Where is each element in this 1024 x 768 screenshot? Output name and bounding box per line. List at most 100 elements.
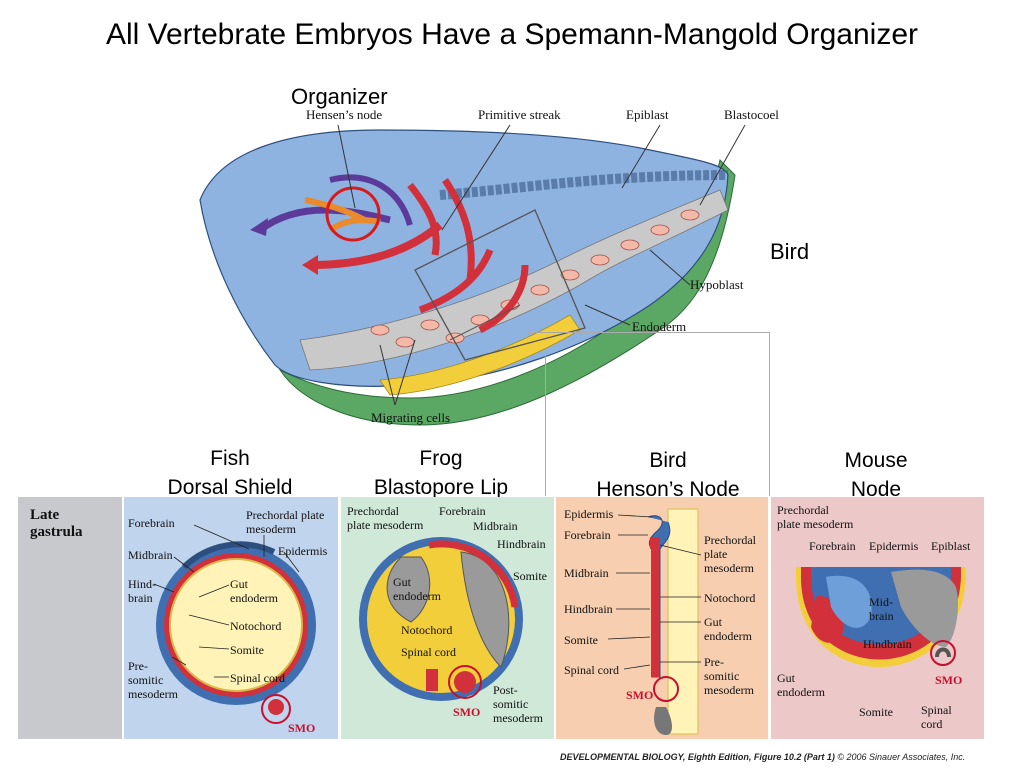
- mouse-header-line1: Mouse: [844, 449, 908, 472]
- mouse-hindbrain-label: Hindbrain: [863, 637, 912, 651]
- bird-header-line1: Bird: [649, 449, 687, 472]
- endoderm-label: Endoderm: [632, 319, 687, 334]
- mouse-header: Mouse Node: [776, 446, 976, 504]
- fish-header: Fish Dorsal Shield: [130, 444, 330, 502]
- frog-prechordal-label-1: Prechordal: [347, 504, 399, 518]
- frog-hindbrain-label: Hindbrain: [497, 537, 546, 551]
- frog-somite-label: Somite: [513, 569, 548, 583]
- organizer-label: Organizer: [291, 84, 388, 109]
- frog-midbrain-label: Midbrain: [473, 519, 518, 533]
- frog-header-line1: Frog: [419, 447, 463, 470]
- bird-hindbrain-label: Hindbrain: [564, 602, 613, 616]
- fish-embryo-drawing: [153, 524, 316, 724]
- mouse-gut-label-2: endoderm: [777, 685, 825, 699]
- fish-header-line1: Fish: [210, 447, 250, 470]
- figure-citation: DEVELOPMENTAL BIOLOGY, Eighth Edition, F…: [560, 752, 965, 762]
- bird-side-label: Bird: [770, 239, 810, 264]
- fish-spinal-label: Spinal cord: [230, 671, 285, 685]
- mouse-midbrain-label-2: brain: [869, 609, 894, 623]
- frog-forebrain-label: Forebrain: [439, 504, 486, 518]
- bird-notochord-label: Notochord: [704, 591, 756, 605]
- frog-header-line2: Blastopore Lip: [373, 476, 509, 499]
- fish-notochord-label: Notochord: [230, 619, 282, 633]
- frog-postsomitic-label-2: somitic: [493, 697, 529, 711]
- mouse-forebrain-label: Forebrain: [809, 539, 856, 553]
- bird-embryo-illustration: [199, 124, 746, 426]
- stage-panel: Late gastrula: [18, 497, 122, 739]
- callout-line-left: [545, 350, 546, 496]
- fish-smo-label: SMO: [288, 721, 316, 735]
- fish-presomitic-label-1: Pre-: [128, 659, 148, 673]
- frog-gut-label-2: endoderm: [393, 589, 441, 603]
- callout-line-top: [528, 332, 770, 333]
- bird-smo-label: SMO: [626, 688, 654, 702]
- bird-midbrain-label: Midbrain: [564, 566, 609, 580]
- fish-prechordal-label-1: Prechordal plate: [246, 508, 325, 522]
- frog-spinal-label: Spinal cord: [401, 645, 456, 659]
- frog-postsomitic-label-3: mesoderm: [493, 711, 543, 725]
- bird-prechordal-label-1: Prechordal: [704, 533, 756, 547]
- mouse-midbrain-label-1: Mid-: [869, 595, 893, 609]
- bird-presomitic-label-1: Pre-: [704, 655, 724, 669]
- bird-header: Bird Henson’s Node: [568, 446, 768, 504]
- mouse-prechordal-label-2: plate mesoderm: [777, 517, 854, 531]
- frog-postsomitic-label-1: Post-: [493, 683, 518, 697]
- frog-notochord-label: Notochord: [401, 623, 453, 637]
- fish-gut-label-1: Gut: [230, 577, 248, 591]
- bird-presomitic-label-2: somitic: [704, 669, 740, 683]
- bird-prechordal-label-3: mesoderm: [704, 561, 754, 575]
- frog-panel: Prechordal plate mesoderm Forebrain Midb…: [341, 497, 554, 739]
- fish-header-line2: Dorsal Shield: [167, 476, 293, 499]
- mouse-epidermis-label: Epidermis: [869, 539, 919, 553]
- bird-gut-label-2: endoderm: [704, 629, 752, 643]
- bird-spinal-label: Spinal cord: [564, 663, 619, 677]
- mouse-embryo-drawing: [796, 567, 966, 667]
- fish-midbrain-label: Midbrain: [128, 548, 173, 562]
- bird-presomitic-label-3: mesoderm: [704, 683, 754, 697]
- mouse-prechordal-label-1: Prechordal: [777, 503, 829, 517]
- hensens-node-label: Hensen’s node: [306, 107, 383, 122]
- mouse-smo-label: SMO: [935, 673, 963, 687]
- bird-gut-label-1: Gut: [704, 615, 722, 629]
- frog-embryo-drawing: [359, 537, 523, 701]
- bird-somite-label: Somite: [564, 633, 599, 647]
- migrating-cells-label: Migrating cells: [371, 410, 451, 425]
- fish-presomitic-label-3: mesoderm: [128, 687, 178, 701]
- fish-somite-label: Somite: [230, 643, 265, 657]
- citation-text: DEVELOPMENTAL BIOLOGY, Eighth Edition, F…: [560, 752, 835, 762]
- callout-line-right: [769, 332, 770, 496]
- mouse-header-line2: Node: [850, 478, 902, 501]
- fish-hindbrain-label-2: brain: [128, 591, 153, 605]
- organizer-circle: [325, 186, 381, 242]
- frog-header: Frog Blastopore Lip: [341, 444, 541, 502]
- blastocoel-label: Blastocoel: [724, 107, 779, 122]
- fish-gut-label-2: endoderm: [230, 591, 278, 605]
- bird-header-line2: Henson’s Node: [596, 478, 740, 501]
- fish-panel: Forebrain Prechordal plate mesoderm Midb…: [124, 497, 338, 739]
- mouse-gut-label-1: Gut: [777, 671, 795, 685]
- mouse-epiblast-label: Epiblast: [931, 539, 971, 553]
- primitive-streak-label: Primitive streak: [478, 107, 561, 122]
- mouse-spinal-label-1: Spinal: [921, 703, 952, 717]
- fish-hindbrain-label-1: Hind-: [128, 577, 156, 591]
- bird-panel: Epidermis Forebrain Prechordal plate mes…: [556, 497, 768, 739]
- fish-presomitic-label-2: somitic: [128, 673, 164, 687]
- fish-prechordal-label-2: mesoderm: [246, 522, 296, 536]
- stage-label-line2: gastrula: [30, 524, 83, 540]
- bird-epidermis-label: Epidermis: [564, 507, 614, 521]
- bird-embryo-drawing: [607, 508, 702, 735]
- mouse-somite-label: Somite: [859, 705, 894, 719]
- mouse-spinal-label-2: cord: [921, 717, 943, 731]
- copyright-text: © 2006 Sinauer Associates, Inc.: [837, 752, 966, 762]
- hypoblast-label: Hypoblast: [690, 277, 744, 292]
- frog-smo-label: SMO: [453, 705, 481, 719]
- frog-gut-label-1: Gut: [393, 575, 411, 589]
- bird-forebrain-label: Forebrain: [564, 528, 611, 542]
- fish-epidermis-label: Epidermis: [278, 544, 328, 558]
- stage-label-line1: Late: [30, 507, 60, 523]
- fish-forebrain-label: Forebrain: [128, 516, 175, 530]
- slide-title: All Vertebrate Embryos Have a Spemann-Ma…: [105, 18, 919, 51]
- epiblast-label: Epiblast: [626, 107, 669, 122]
- mouse-panel: Prechordal plate mesoderm Forebrain Epid…: [771, 497, 984, 739]
- bird-prechordal-label-2: plate: [704, 547, 728, 561]
